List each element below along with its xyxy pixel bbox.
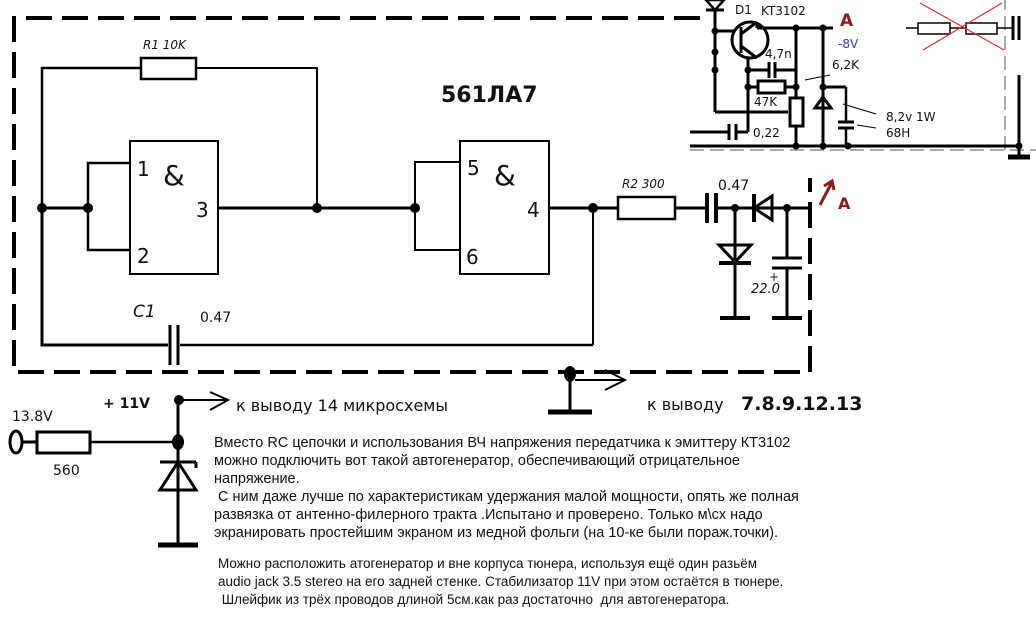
r2-label: R2 300 [622, 177, 665, 191]
gate2-pin5: 5 [467, 156, 480, 180]
gate2-pin6: 6 [466, 245, 479, 269]
oscillator-wiring [40, 66, 810, 365]
resistor-r1 [139, 56, 198, 81]
point-a-label: A [838, 194, 851, 213]
r1-label: R1 10K [143, 38, 187, 52]
gate1-pin2: 2 [137, 244, 150, 268]
c1-label: C1 [133, 302, 156, 322]
pin14-label: к выводу 14 микросхемы [236, 396, 448, 415]
gate1-symbol: & [163, 159, 185, 192]
inset-point-a: A [840, 11, 854, 31]
resistor-r2 [616, 195, 677, 221]
cross-out-icon [919, 2, 1005, 51]
inset-d1: D1 [735, 3, 752, 17]
inset-c47n: 4,7n [765, 47, 792, 61]
junction-dots [37, 203, 791, 213]
gate2-pin4: 4 [527, 198, 540, 222]
c-electrolytic-value: 22.0 [751, 282, 780, 297]
gate1-pin1: 1 [137, 157, 150, 181]
diode-series-icon [751, 193, 774, 223]
c-out-value: 0.47 [718, 178, 749, 194]
inset-r47k: 47K [754, 95, 778, 109]
gate-2 [459, 140, 550, 275]
inset-voltage: -8V [838, 37, 859, 51]
gate1-pin3: 3 [196, 198, 209, 222]
rail-label: + 11V [103, 396, 150, 412]
power-dots [172, 366, 576, 450]
shield-boundary [12, 16, 812, 374]
inset-transistor: KT3102 [761, 4, 806, 18]
diode-shunt-icon [715, 243, 755, 265]
note-paragraph-2: Можно расположить атогенератор и вне кор… [218, 556, 784, 607]
note-paragraph-1: Вместо RC цепочки и использования ВЧ нап… [214, 435, 799, 541]
input-voltage-label: 13.8V [12, 409, 53, 425]
inset-c022: 0,22 [753, 126, 780, 140]
inset-dots [711, 24, 1023, 150]
inset-circuit [690, 0, 1036, 160]
c1-value: 0.47 [200, 310, 231, 326]
inset-r62k: 6,2K [832, 58, 860, 72]
point-a-arrow [818, 178, 836, 206]
power-wiring [8, 369, 628, 548]
gate-1 [129, 140, 219, 275]
c-electrolytic-plus: + [769, 270, 779, 284]
ground-pins-prefix: к выводу [647, 395, 724, 414]
inset-c68h: 68H [886, 126, 910, 140]
supply-resistor-label: 560 [53, 463, 80, 479]
gate2-symbol: & [494, 159, 516, 192]
chip-title: 561ЛА7 [441, 83, 538, 108]
ground-pins-label: 7.8.9.12.13 [741, 393, 862, 415]
inset-zener: 8,2v 1W [886, 110, 936, 124]
